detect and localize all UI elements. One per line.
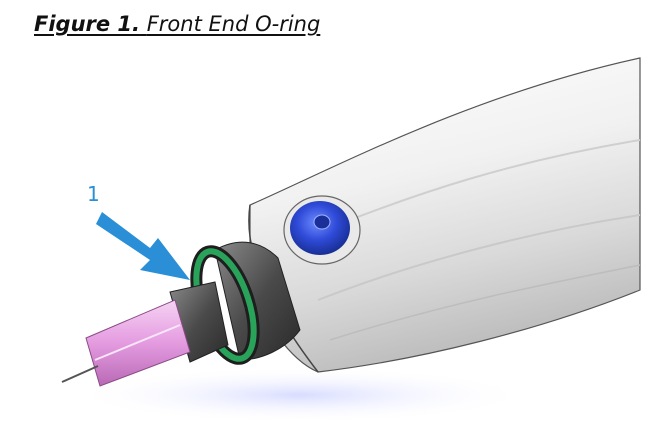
callout-arrow-icon — [96, 212, 190, 280]
needle — [61, 365, 99, 383]
device-shadow — [70, 367, 530, 423]
figure-caption: Front End O-ring — [146, 12, 321, 36]
callout-number: 1 — [87, 182, 100, 206]
needle-hub — [85, 299, 191, 387]
figure-title: Figure 1. Front End O-ring — [34, 12, 320, 36]
blue-button-icon — [283, 195, 361, 265]
figure-label: Figure 1. — [34, 12, 141, 36]
